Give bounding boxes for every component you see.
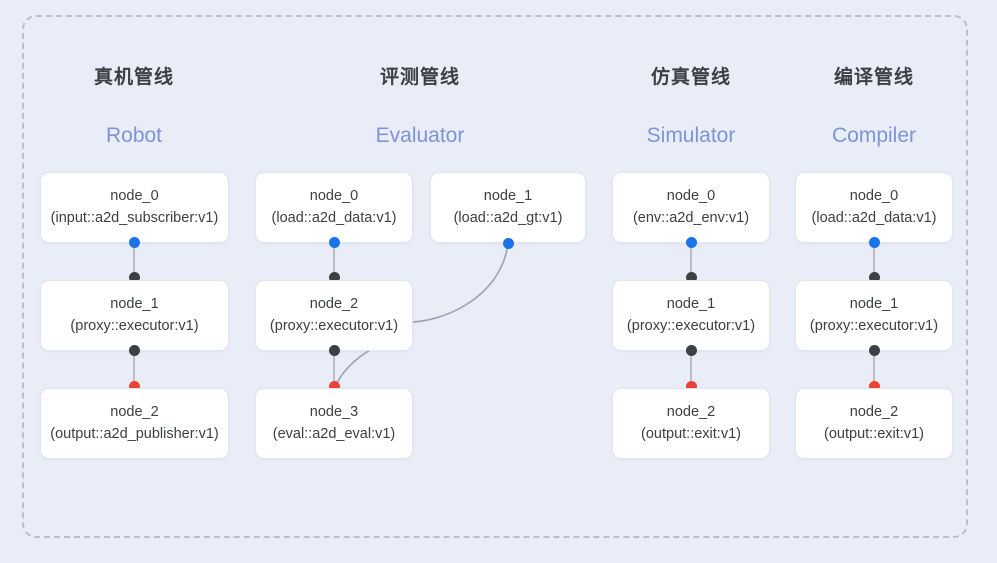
node-name: node_0 bbox=[666, 188, 716, 205]
node-spec: (output::a2d_publisher:v1) bbox=[50, 425, 219, 442]
column-title-simulator: 仿真管线 bbox=[650, 67, 731, 88]
node-name: node_1 bbox=[483, 188, 533, 205]
node-evaluator-0[interactable]: node_0 (load::a2d_data:v1) bbox=[255, 172, 413, 243]
node-evaluator-1-gt[interactable]: node_1 (load::a2d_gt:v1) bbox=[430, 172, 586, 243]
node-evaluator-3[interactable]: node_3 (eval::a2d_eval:v1) bbox=[255, 388, 413, 459]
node-name: node_2 bbox=[110, 404, 159, 421]
node-robot-0[interactable]: node_0 (input::a2d_subscriber:v1) bbox=[40, 172, 229, 243]
node-spec: (output::exit:v1) bbox=[641, 425, 741, 442]
node-simulator-0[interactable]: node_0 (env::a2d_env:v1) bbox=[612, 172, 770, 243]
port-output-gray-compiler-1[interactable] bbox=[869, 345, 880, 356]
node-spec: (load::a2d_gt:v1) bbox=[453, 209, 563, 226]
node-spec: (input::a2d_subscriber:v1) bbox=[50, 209, 219, 226]
node-spec: (output::exit:v1) bbox=[824, 425, 924, 442]
port-output-gray-evaluator-2[interactable] bbox=[329, 345, 340, 356]
column-subtitle-robot: Robot bbox=[105, 124, 163, 147]
node-evaluator-2[interactable]: node_2 (proxy::executor:v1) bbox=[255, 280, 413, 351]
node-name: node_0 bbox=[110, 188, 159, 205]
node-spec: (proxy::executor:v1) bbox=[809, 317, 939, 334]
port-output-blue-robot-0[interactable] bbox=[129, 237, 140, 248]
port-input-red-compiler-2[interactable] bbox=[869, 381, 880, 392]
diagram-frame bbox=[22, 15, 968, 538]
node-robot-1[interactable]: node_1 (proxy::executor:v1) bbox=[40, 280, 229, 351]
port-output-blue-simulator-0[interactable] bbox=[686, 237, 697, 248]
node-spec: (proxy::executor:v1) bbox=[626, 317, 756, 334]
port-output-blue-compiler-0[interactable] bbox=[869, 237, 880, 248]
node-name: node_1 bbox=[666, 296, 716, 313]
node-spec: (load::a2d_data:v1) bbox=[811, 209, 937, 226]
node-name: node_1 bbox=[849, 296, 899, 313]
column-subtitle-simulator: Simulator bbox=[646, 124, 736, 147]
column-subtitle-compiler: Compiler bbox=[831, 124, 917, 147]
node-name: node_2 bbox=[849, 404, 899, 421]
port-input-red-robot-2[interactable] bbox=[129, 381, 140, 392]
node-name: node_1 bbox=[110, 296, 159, 313]
node-name: node_2 bbox=[666, 404, 716, 421]
column-title-robot: 真机管线 bbox=[93, 67, 174, 88]
port-input-gray-robot-1[interactable] bbox=[129, 272, 140, 283]
port-input-gray-evaluator-2[interactable] bbox=[329, 272, 340, 283]
node-spec: (proxy::executor:v1) bbox=[269, 317, 399, 334]
port-output-gray-simulator-1[interactable] bbox=[686, 345, 697, 356]
node-compiler-0[interactable]: node_0 (load::a2d_data:v1) bbox=[795, 172, 953, 243]
node-simulator-2[interactable]: node_2 (output::exit:v1) bbox=[612, 388, 770, 459]
node-spec: (proxy::executor:v1) bbox=[70, 317, 199, 334]
port-input-gray-simulator-1[interactable] bbox=[686, 272, 697, 283]
port-input-gray-compiler-1[interactable] bbox=[869, 272, 880, 283]
node-name: node_0 bbox=[309, 188, 359, 205]
column-subtitle-evaluator: Evaluator bbox=[375, 124, 465, 147]
node-robot-2[interactable]: node_2 (output::a2d_publisher:v1) bbox=[40, 388, 229, 459]
node-spec: (eval::a2d_eval:v1) bbox=[272, 425, 396, 442]
node-simulator-1[interactable]: node_1 (proxy::executor:v1) bbox=[612, 280, 770, 351]
port-output-gray-robot-1[interactable] bbox=[129, 345, 140, 356]
node-spec: (env::a2d_env:v1) bbox=[632, 209, 750, 226]
port-output-blue-evaluator-1-gt[interactable] bbox=[503, 238, 514, 249]
port-input-red-simulator-2[interactable] bbox=[686, 381, 697, 392]
port-output-blue-evaluator-0[interactable] bbox=[329, 237, 340, 248]
node-compiler-1[interactable]: node_1 (proxy::executor:v1) bbox=[795, 280, 953, 351]
port-input-red-evaluator-3[interactable] bbox=[329, 381, 340, 392]
column-title-evaluator: 评测管线 bbox=[379, 67, 460, 88]
node-spec: (load::a2d_data:v1) bbox=[271, 209, 397, 226]
node-compiler-2[interactable]: node_2 (output::exit:v1) bbox=[795, 388, 953, 459]
node-name: node_3 bbox=[309, 404, 359, 421]
node-name: node_0 bbox=[849, 188, 899, 205]
column-title-compiler: 编译管线 bbox=[833, 67, 914, 88]
node-name: node_2 bbox=[309, 296, 359, 313]
